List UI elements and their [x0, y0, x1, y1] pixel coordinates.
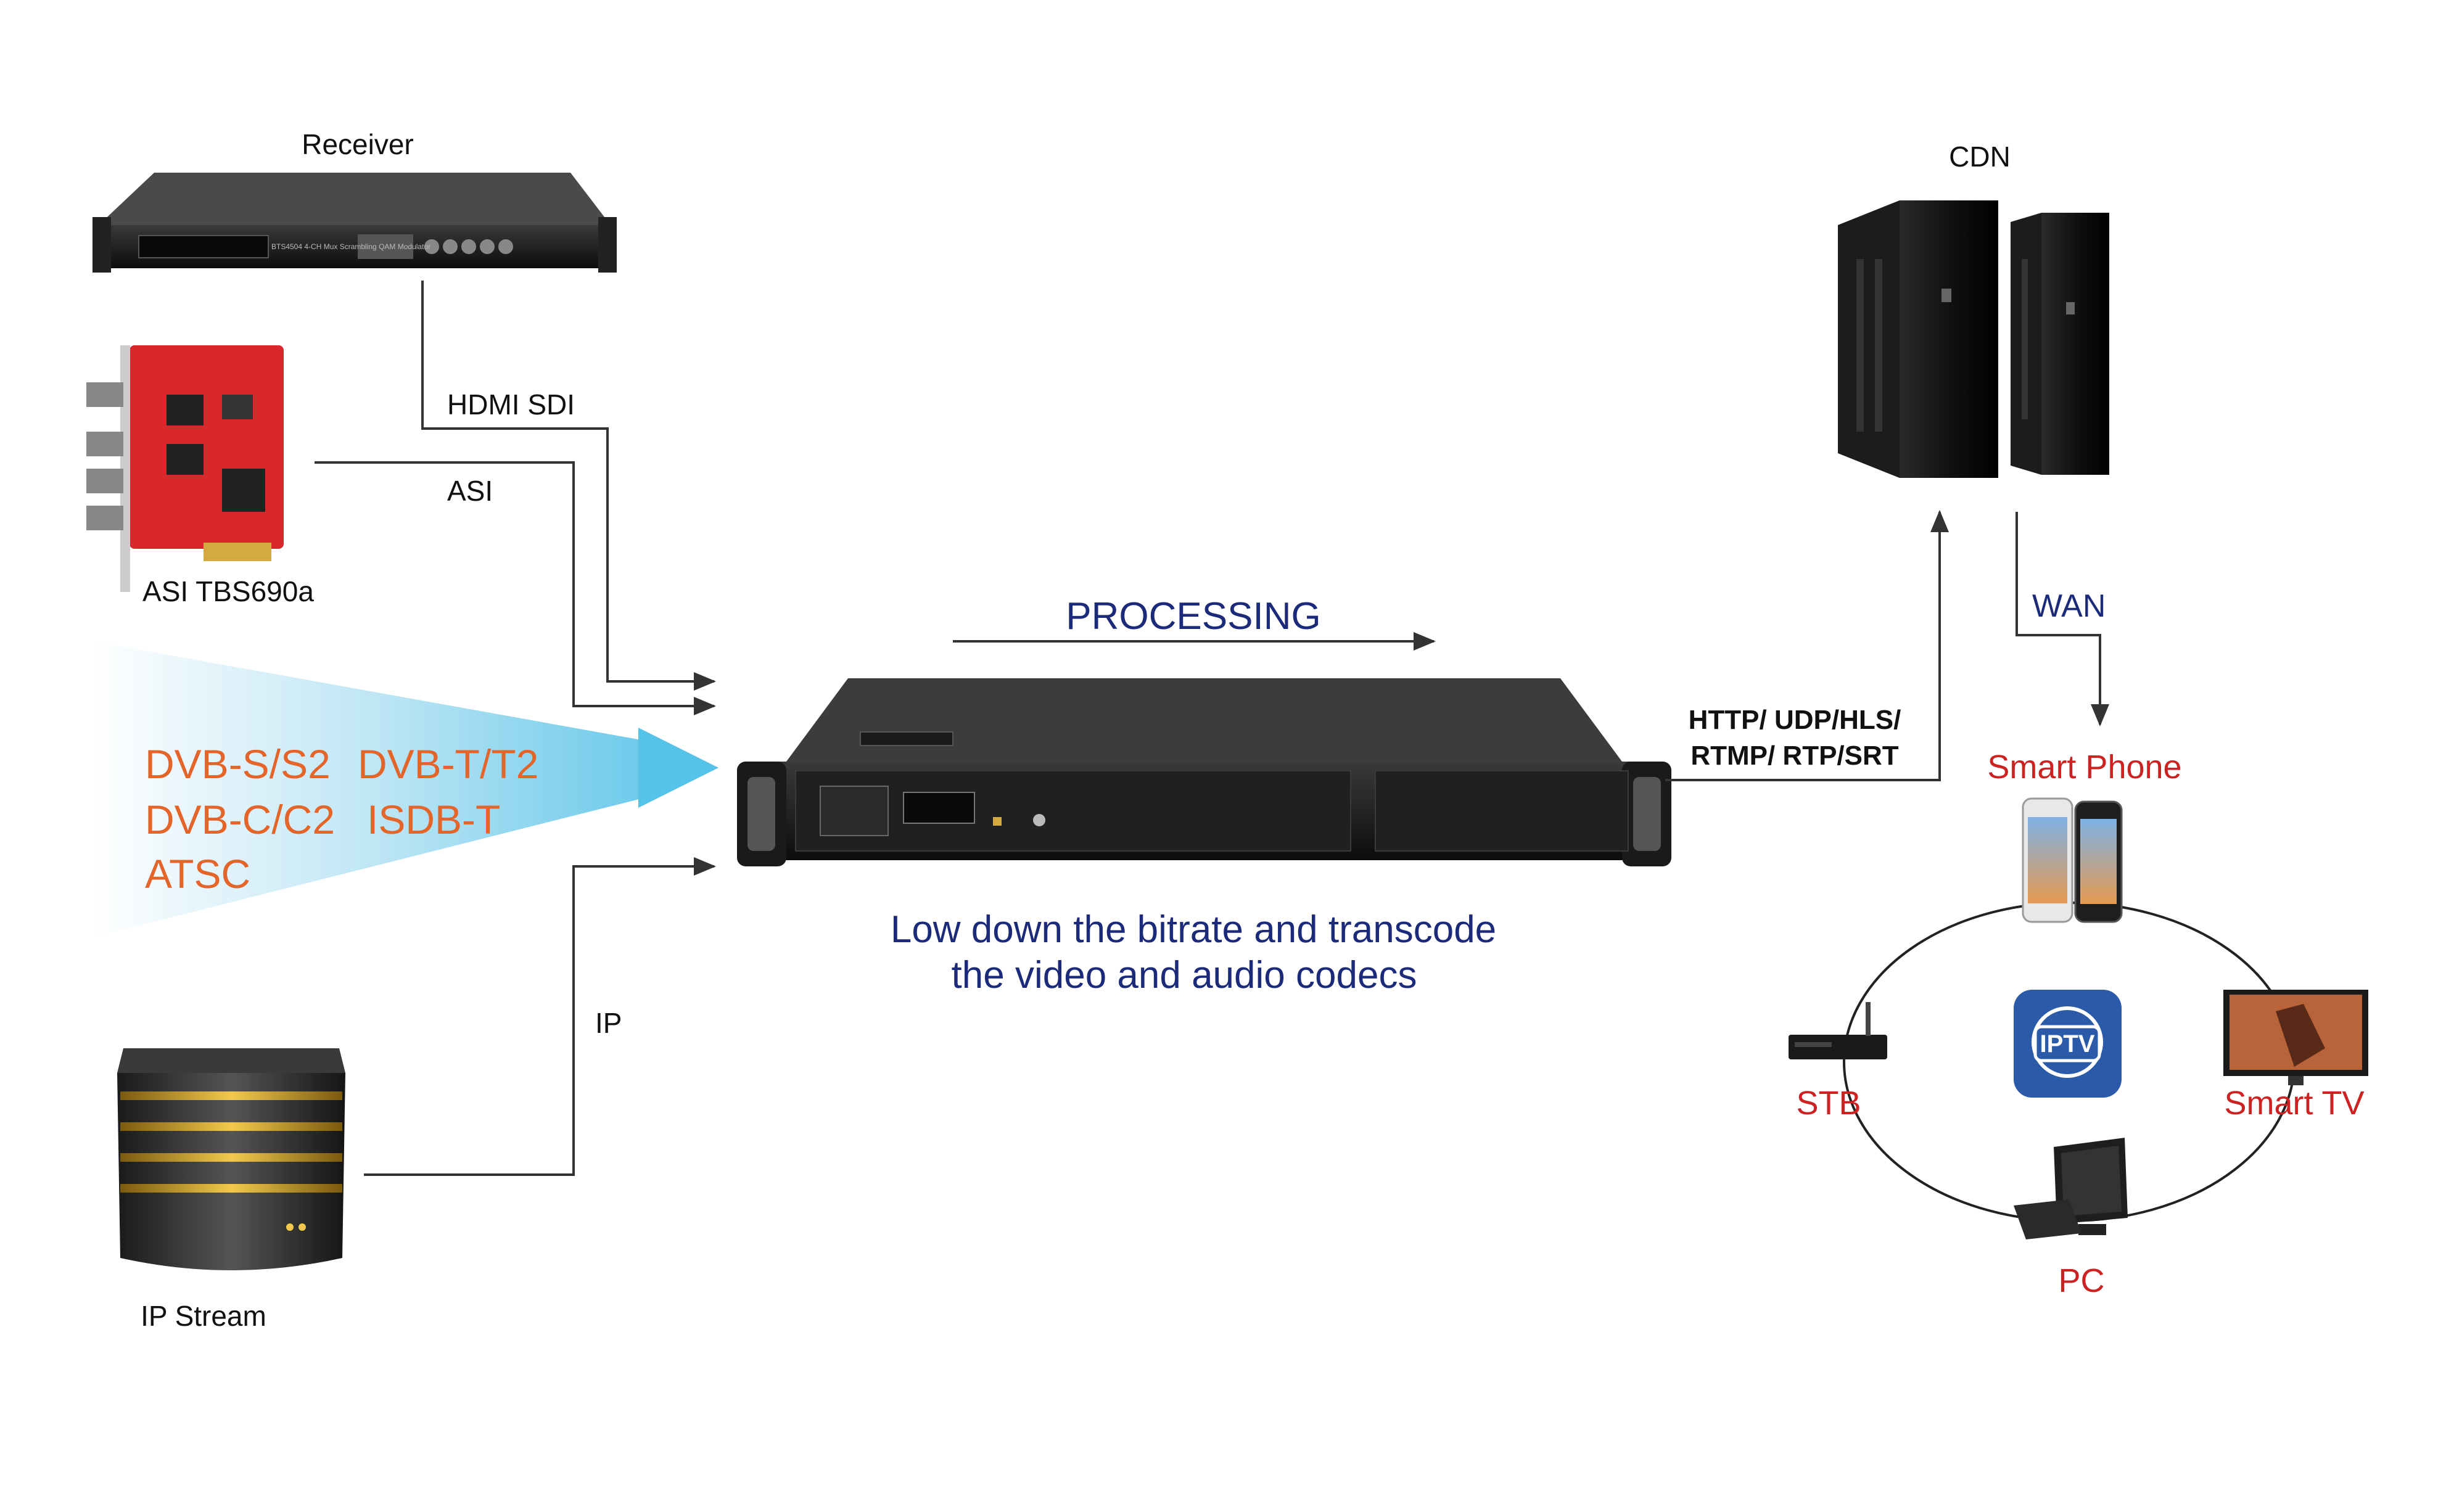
stb-label: STB	[1796, 1085, 1861, 1122]
smart-phone-label: Smart Phone	[1987, 749, 2181, 786]
standard-atsc: ATSC	[145, 851, 250, 897]
protocol-line2: RTMP/ RTP/SRT	[1690, 741, 1898, 771]
ip-stream-label: IP Stream	[141, 1300, 266, 1332]
receiver-device: BTS4504 4-CH Mux Scrambling QAM Modulato…	[93, 173, 617, 273]
processing-desc-line2: the video and audio codecs	[952, 954, 1417, 996]
broadcast-fan	[93, 641, 715, 937]
asi-card-device	[86, 345, 284, 592]
hdmi-sdi-link	[421, 281, 716, 691]
asi-link-label: ASI	[447, 475, 493, 507]
pc-icon	[2014, 1138, 2128, 1239]
standard-dvb-c: DVB-C/C2	[145, 797, 335, 842]
standard-dvb-t: DVB-T/T2	[358, 741, 538, 787]
asi-link	[315, 461, 716, 715]
hdmi-sdi-label: HDMI SDI	[447, 388, 575, 421]
standard-dvb-s: DVB-S/S2	[145, 741, 331, 787]
asi-card-label: ASI TBS690a	[142, 575, 314, 607]
standard-isdb-t: ISDB-T	[367, 797, 500, 842]
broadcast-arrowhead	[638, 728, 718, 808]
processing-desc-line1: Low down the bitrate and transcode	[891, 908, 1496, 951]
transcoder-device	[737, 678, 1671, 866]
pc-label: PC	[2058, 1262, 2104, 1299]
smart-tv-icon	[2223, 990, 2368, 1085]
cdn-server-right	[2011, 213, 2109, 475]
cdn-label: CDN	[1949, 141, 2011, 173]
wan-label: WAN	[2032, 588, 2106, 624]
smart-tv-label: Smart TV	[2224, 1085, 2364, 1122]
cdn-server-left	[1838, 200, 1998, 478]
ip-stream-server	[117, 1048, 345, 1270]
iptv-badge: IPTV	[2014, 990, 2122, 1098]
iptv-badge-text: IPTV	[2040, 1030, 2095, 1058]
processing-title: PROCESSING	[1066, 595, 1320, 638]
receiver-label: Receiver	[302, 128, 414, 160]
ip-link-label: IP	[595, 1007, 622, 1039]
wan-link	[2015, 512, 2109, 726]
output-link	[1665, 510, 1949, 781]
stb-icon	[1789, 1002, 1887, 1059]
smart-phone-icon	[2022, 797, 2123, 923]
receiver-front-text: BTS4504 4-CH Mux Scrambling QAM Modulato…	[271, 242, 430, 251]
ip-link	[364, 857, 716, 1176]
protocol-line1: HTTP/ UDP/HLS/	[1689, 705, 1901, 735]
